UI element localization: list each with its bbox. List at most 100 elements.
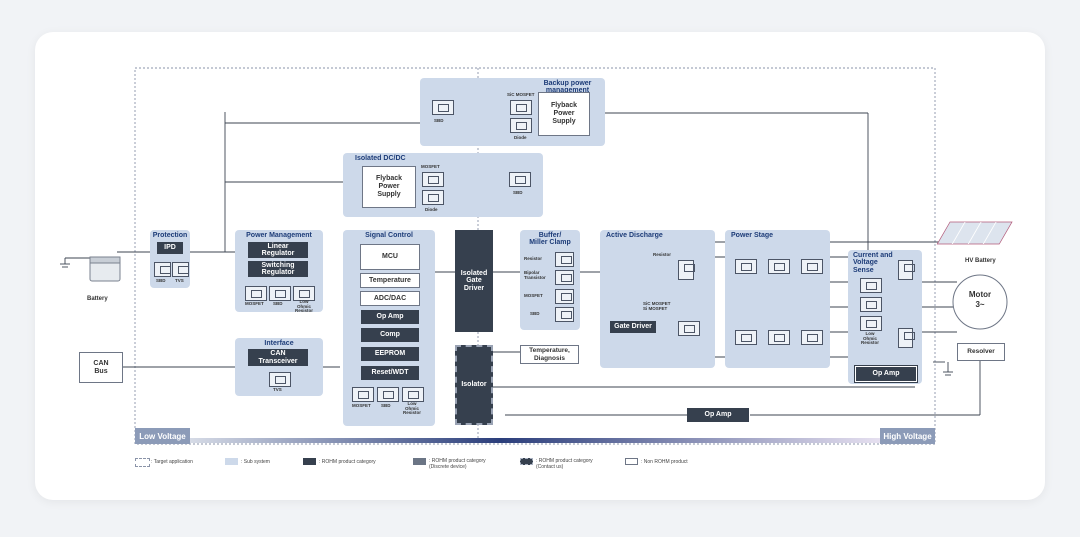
- protection-sbd-chip: [154, 262, 171, 277]
- interface-tvs-label: TVS: [273, 387, 282, 392]
- interface-title: Interface: [264, 340, 294, 347]
- signal-control-title: Signal Control: [365, 232, 413, 239]
- iso-dcdc-flyback-box: Flyback Power Supply: [362, 166, 416, 208]
- temperature-diagnosis-box: Temperature, Diagnosis: [520, 345, 579, 364]
- power-stage-title: Power Stage: [731, 232, 774, 239]
- linear-regulator-box: Linear Regulator: [248, 242, 308, 258]
- power-stage-subsystem: Power Stage: [725, 230, 830, 368]
- ps-high-u-chip: [735, 259, 757, 274]
- backup-sic-chip: [510, 100, 532, 115]
- legend-contact-text: : ROHM product category (Contact us): [536, 458, 593, 470]
- ps-low-v-chip: [768, 330, 790, 345]
- mcu-box: MCU: [360, 244, 420, 270]
- comp-box: Comp: [361, 328, 419, 342]
- legend-discrete-swatch: [413, 458, 426, 465]
- ad-resistor-chip: [678, 260, 695, 280]
- protection-tvs-chip: [172, 262, 189, 277]
- active-discharge-subsystem: Active Discharge: [600, 230, 715, 368]
- active-discharge-title: Active Discharge: [606, 232, 663, 239]
- ps-low-u-chip: [735, 330, 757, 345]
- isolator-box: Isolator: [455, 345, 493, 425]
- iso-dcdc-mosfet-label: MOSFET: [421, 164, 440, 169]
- high-voltage-label: High Voltage: [880, 428, 935, 444]
- ad-sic-label: SiC MOSFET Si MOSFET: [643, 301, 671, 311]
- interface-tvs-chip: [269, 372, 291, 387]
- motor-label: Motor 3~: [968, 290, 992, 309]
- protection-sbd-label: SBD: [156, 278, 166, 283]
- legend-discrete-text: : ROHM product category (Discrete device…: [429, 458, 486, 470]
- protection-tvs-label: TVS: [175, 278, 184, 283]
- pm-low-ohmic-label: Low Ohmic Resistor: [295, 299, 314, 313]
- sc-sbd-label: SBD: [381, 403, 391, 408]
- backup-sbd-chip: [432, 100, 454, 115]
- iso-dcdc-title: Isolated DC/DC: [355, 155, 406, 162]
- can-bus-box: CAN Bus: [79, 352, 123, 383]
- backup-sbd-label: SBD: [434, 118, 444, 123]
- protection-title: Protection: [152, 232, 188, 239]
- pm-sbd-label: SBD: [273, 301, 283, 306]
- iso-dcdc-diode-label: Diode: [425, 207, 438, 212]
- legend-rohm-swatch: [303, 458, 316, 465]
- sc-resistor-chip: [402, 387, 424, 402]
- sense-resistor-1-chip: [860, 278, 882, 293]
- battery-label: Battery: [87, 296, 108, 302]
- reset-wdt-box: Reset/WDT: [361, 366, 419, 380]
- ps-low-w-chip: [801, 330, 823, 345]
- resolver-box: Resolver: [957, 343, 1005, 361]
- sense-low-ohmic-label: Low Ohmic Resistor: [861, 331, 880, 345]
- legend-target-swatch: [135, 458, 150, 467]
- power-management-title: Power Management: [246, 232, 312, 239]
- pm-mosfet-label: MOSFET: [245, 301, 264, 306]
- diagram-card: Low Voltage High Voltage Backup power ma…: [35, 32, 1045, 500]
- ad-gate-driver-box: Gate Driver: [610, 321, 656, 333]
- legend-target-text: : Target application: [151, 459, 193, 465]
- buffer-resistor-chip: [555, 252, 574, 267]
- iso-dcdc-sbd-chip: [509, 172, 531, 187]
- backup-flyback-box: Flyback Power Supply: [538, 92, 590, 136]
- buffer-mosfet-label: MOSFET: [524, 293, 543, 298]
- adc-dac-box: ADC/DAC: [360, 291, 420, 306]
- ad-mosfet-chip: [678, 321, 700, 336]
- ad-resistor-label: Resistor: [653, 252, 672, 257]
- isolated-gate-driver-box: Isolated Gate Driver: [455, 230, 493, 332]
- legend-subsystem-text: : Sub system: [241, 459, 270, 465]
- pm-sbd-chip: [269, 286, 291, 301]
- buffer-mosfet-chip: [555, 289, 574, 304]
- protection-subsystem: Protection: [150, 230, 190, 288]
- sense-voltage-lower-chip: [898, 328, 915, 348]
- backup-diode-chip: [510, 118, 532, 133]
- legend-non-rohm-swatch: [625, 458, 638, 465]
- switching-regulator-box: Switching Regulator: [248, 261, 308, 277]
- signal-opamp-box: Op Amp: [361, 310, 419, 324]
- can-transceiver-box: CAN Transceiver: [248, 349, 308, 366]
- iso-dcdc-sbd-label: SBD: [513, 190, 523, 195]
- buffer-bipolar-chip: [555, 270, 574, 285]
- backup-diode-label: Diode: [514, 135, 527, 140]
- backup-title: Backup power management: [543, 80, 592, 94]
- legend-subsystem-swatch: [225, 458, 238, 465]
- sense-opamp-box: Op Amp: [854, 365, 918, 383]
- buffer-sbd-label: SBD: [530, 311, 540, 316]
- ps-high-v-chip: [768, 259, 790, 274]
- ps-high-w-chip: [801, 259, 823, 274]
- bottom-opamp-box: Op Amp: [687, 408, 749, 422]
- pm-mosfet-chip: [245, 286, 267, 301]
- legend-rohm-text: : ROHM product category: [319, 459, 376, 465]
- temperature-box: Temperature: [360, 273, 420, 288]
- buffer-resistor-label: Resistor: [524, 256, 543, 261]
- hv-battery-label: HV Battery: [965, 258, 996, 264]
- sc-low-ohmic-label: Low Ohmic Resistor: [403, 401, 422, 415]
- sc-sbd-chip: [377, 387, 399, 402]
- sense-resistor-2-chip: [860, 297, 882, 312]
- ipd-box: IPD: [157, 242, 183, 254]
- backup-sic-label: SiC MOSFET: [507, 92, 535, 97]
- sense-title: Current and Voltage Sense: [853, 252, 893, 274]
- eeprom-box: EEPROM: [361, 347, 419, 361]
- iso-dcdc-mosfet-chip: [422, 172, 444, 187]
- low-voltage-label: Low Voltage: [135, 428, 190, 444]
- sc-mosfet-chip: [352, 387, 374, 402]
- sense-resistor-3-chip: [860, 316, 882, 331]
- legend-non-rohm-text: : Non ROHM product: [641, 459, 688, 465]
- buffer-sbd-chip: [555, 307, 574, 322]
- iso-dcdc-diode-chip: [422, 190, 444, 205]
